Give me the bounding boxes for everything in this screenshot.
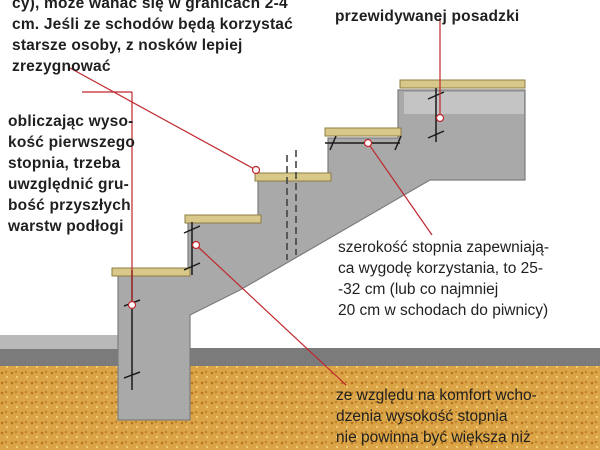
landing-top: [404, 92, 524, 114]
tread-1: [111, 267, 191, 277]
floor-screed: [0, 348, 600, 366]
riser-height-note: ze względu na komfort wcho- dzenia wysok…: [336, 387, 537, 446]
first-step-note: obliczając wyso- kość pierwszego stopnia…: [8, 113, 136, 235]
landing-tread: [399, 79, 526, 89]
soil-layer: [0, 365, 600, 450]
floor-note: przewidywanej posadzki: [335, 8, 520, 25]
tread-3: [254, 172, 332, 182]
dimension-marks: [123, 88, 445, 390]
nose-note: cy), może wahać się w granicach 2-4 cm. …: [12, 0, 293, 75]
tread-2: [184, 214, 262, 224]
tread-width-note: szerokość stopnia zapewniają- ca wygodę …: [338, 239, 550, 319]
tread-4: [324, 127, 402, 137]
floor-finish: [0, 335, 120, 349]
leader-lines: [69, 18, 445, 386]
